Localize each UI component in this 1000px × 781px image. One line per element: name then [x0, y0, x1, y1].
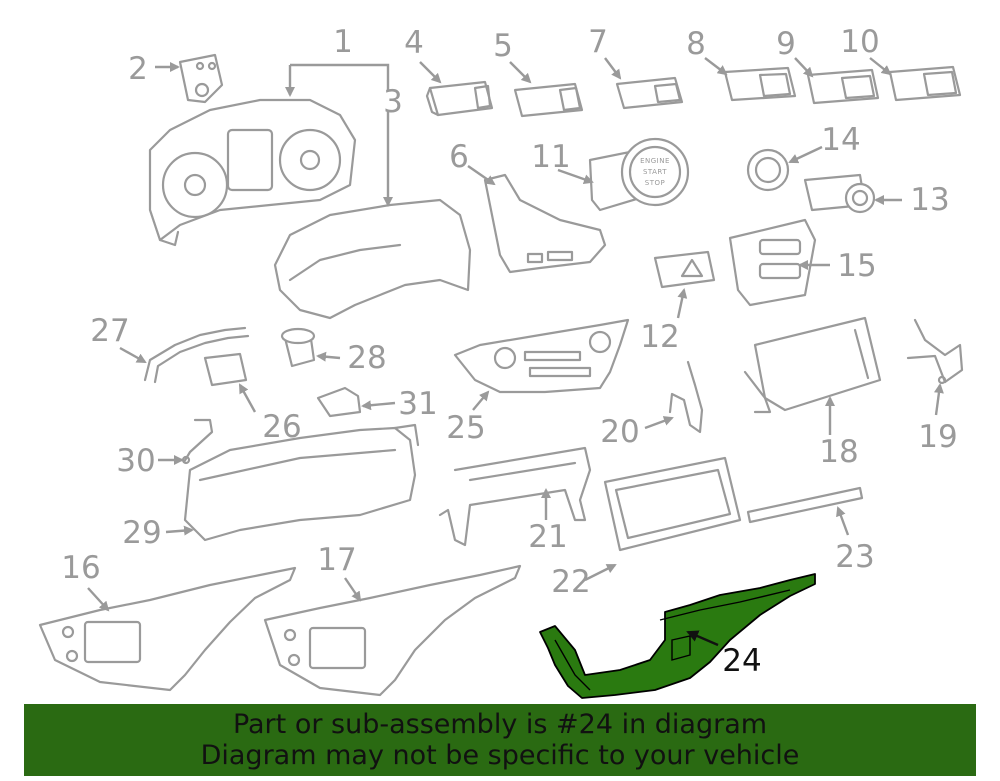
part-6-trim-panel [483, 173, 607, 274]
callout-29: 29 [122, 515, 161, 551]
part-22-screen [603, 456, 742, 552]
callout-17: 17 [317, 542, 356, 578]
part-12-hazard-switch [653, 250, 716, 289]
part-8-switch [723, 66, 797, 102]
callout-28: 28 [347, 340, 386, 376]
part-9-switch [806, 68, 880, 105]
part-31-clip [316, 386, 362, 418]
part-10-switch [888, 65, 962, 102]
banner-line-1: Part or sub-assembly is #24 in diagram [232, 709, 768, 740]
banner-line-2: Diagram may not be specific to your vehi… [200, 740, 800, 771]
callout-31: 31 [398, 386, 437, 422]
callout-11: 11 [531, 139, 570, 175]
part-19-bracket [906, 318, 964, 385]
callout-16: 16 [61, 550, 100, 586]
part-26-connector [203, 352, 248, 387]
callout-6: 6 [449, 139, 469, 175]
callout-21: 21 [528, 519, 567, 555]
part-24-dash-bezel-highlighted [539, 573, 816, 699]
callout-7: 7 [588, 24, 608, 60]
callout-12: 12 [640, 319, 679, 355]
part-21-frame [438, 446, 592, 547]
part-5-switch [513, 82, 584, 118]
part-4-switch [425, 80, 494, 117]
callout-10: 10 [840, 24, 879, 60]
callout-27: 27 [90, 313, 129, 349]
callout-26: 26 [262, 409, 301, 445]
part-30-bracket [181, 418, 214, 465]
part-23-trim-strip [746, 486, 864, 524]
part-1-instrument-cluster [148, 98, 357, 247]
callout-8: 8 [686, 26, 706, 62]
part-13-socket [803, 173, 876, 214]
start-text-3: STOP [645, 179, 665, 187]
callout-20: 20 [600, 414, 639, 450]
callout-22: 22 [551, 564, 590, 600]
part-2-bracket [178, 53, 224, 104]
callout-15: 15 [837, 248, 876, 284]
part-15-switch-panel [728, 218, 817, 307]
part-20-bracket [668, 360, 704, 434]
start-text-1: ENGINE [640, 157, 670, 165]
leader-lines [87, 57, 944, 647]
part-14-ring [746, 148, 790, 192]
part-7-switch [615, 76, 684, 110]
callout-1: 1 [333, 24, 353, 60]
part-18-display-unit [743, 316, 882, 414]
callout-24-highlighted: 24 [722, 643, 761, 679]
callout-13: 13 [910, 182, 949, 218]
callout-9: 9 [776, 26, 796, 62]
part-25-climate-panel [453, 318, 630, 394]
part-29-console-bracket [183, 423, 420, 542]
callout-14: 14 [821, 122, 860, 158]
callout-25: 25 [446, 410, 485, 446]
callout-4: 4 [404, 25, 424, 61]
callout-2: 2 [128, 51, 148, 87]
part-27-hose [143, 326, 250, 384]
callout-labels: 1 2 3 4 5 6 7 8 9 10 11 12 13 14 15 16 1… [61, 24, 957, 679]
start-text-2: START [643, 168, 667, 176]
part-3-cluster-lens [273, 198, 472, 320]
info-banner: Part or sub-assembly is #24 in diagram D… [24, 704, 976, 776]
callout-30: 30 [116, 443, 155, 479]
part-16-dash-trim [38, 566, 297, 692]
part-11-start-button: ENGINE START STOP [588, 137, 690, 212]
callout-19: 19 [918, 419, 957, 455]
callout-23: 23 [835, 539, 874, 575]
callout-3: 3 [383, 84, 403, 120]
callout-5: 5 [493, 28, 513, 64]
part-28-clip [280, 327, 316, 368]
part-17-dash-trim [263, 564, 522, 697]
callout-18: 18 [819, 434, 858, 470]
